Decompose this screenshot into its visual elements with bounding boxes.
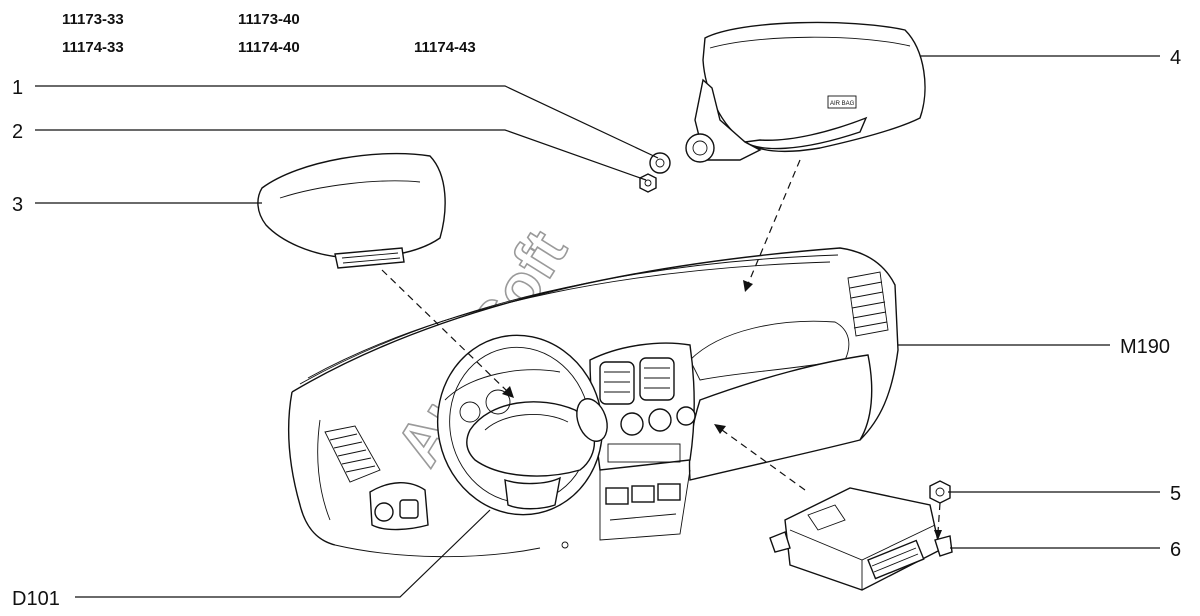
model-code-2: 11173-40	[238, 11, 300, 28]
centre-vents	[599, 357, 675, 405]
control-unit-part-6	[769, 487, 953, 591]
callout-4: 4	[1170, 47, 1181, 69]
model-code-5: 11174-43	[414, 39, 476, 56]
model-code-1: 11173-33	[62, 11, 124, 28]
dashboard-drawing	[288, 247, 899, 558]
nut-part-2	[639, 173, 657, 193]
model-code-4: 11174-40	[238, 39, 300, 56]
passenger-airbag-part-4: AIR BAG	[685, 21, 926, 163]
leader-lines	[35, 55, 1160, 598]
callout-5: 5	[1170, 483, 1181, 505]
callout-3: 3	[12, 194, 23, 216]
callout-6: 6	[1170, 539, 1181, 561]
driver-airbag-part-3	[257, 152, 446, 269]
nut-part-5	[929, 480, 951, 504]
steering-wheel	[436, 334, 608, 516]
model-code-3: 11174-33	[62, 39, 124, 56]
right-vent	[847, 271, 889, 337]
passenger-airbag-badge: AIR BAG	[830, 101, 855, 107]
callout-1: 1	[12, 77, 23, 99]
callout-2: 2	[12, 121, 23, 143]
washer-part-1	[649, 152, 671, 174]
assembly-lines	[381, 159, 942, 540]
callout-d101: D101	[12, 588, 60, 610]
left-vent	[324, 425, 381, 483]
callout-m190: M190	[1120, 336, 1170, 358]
